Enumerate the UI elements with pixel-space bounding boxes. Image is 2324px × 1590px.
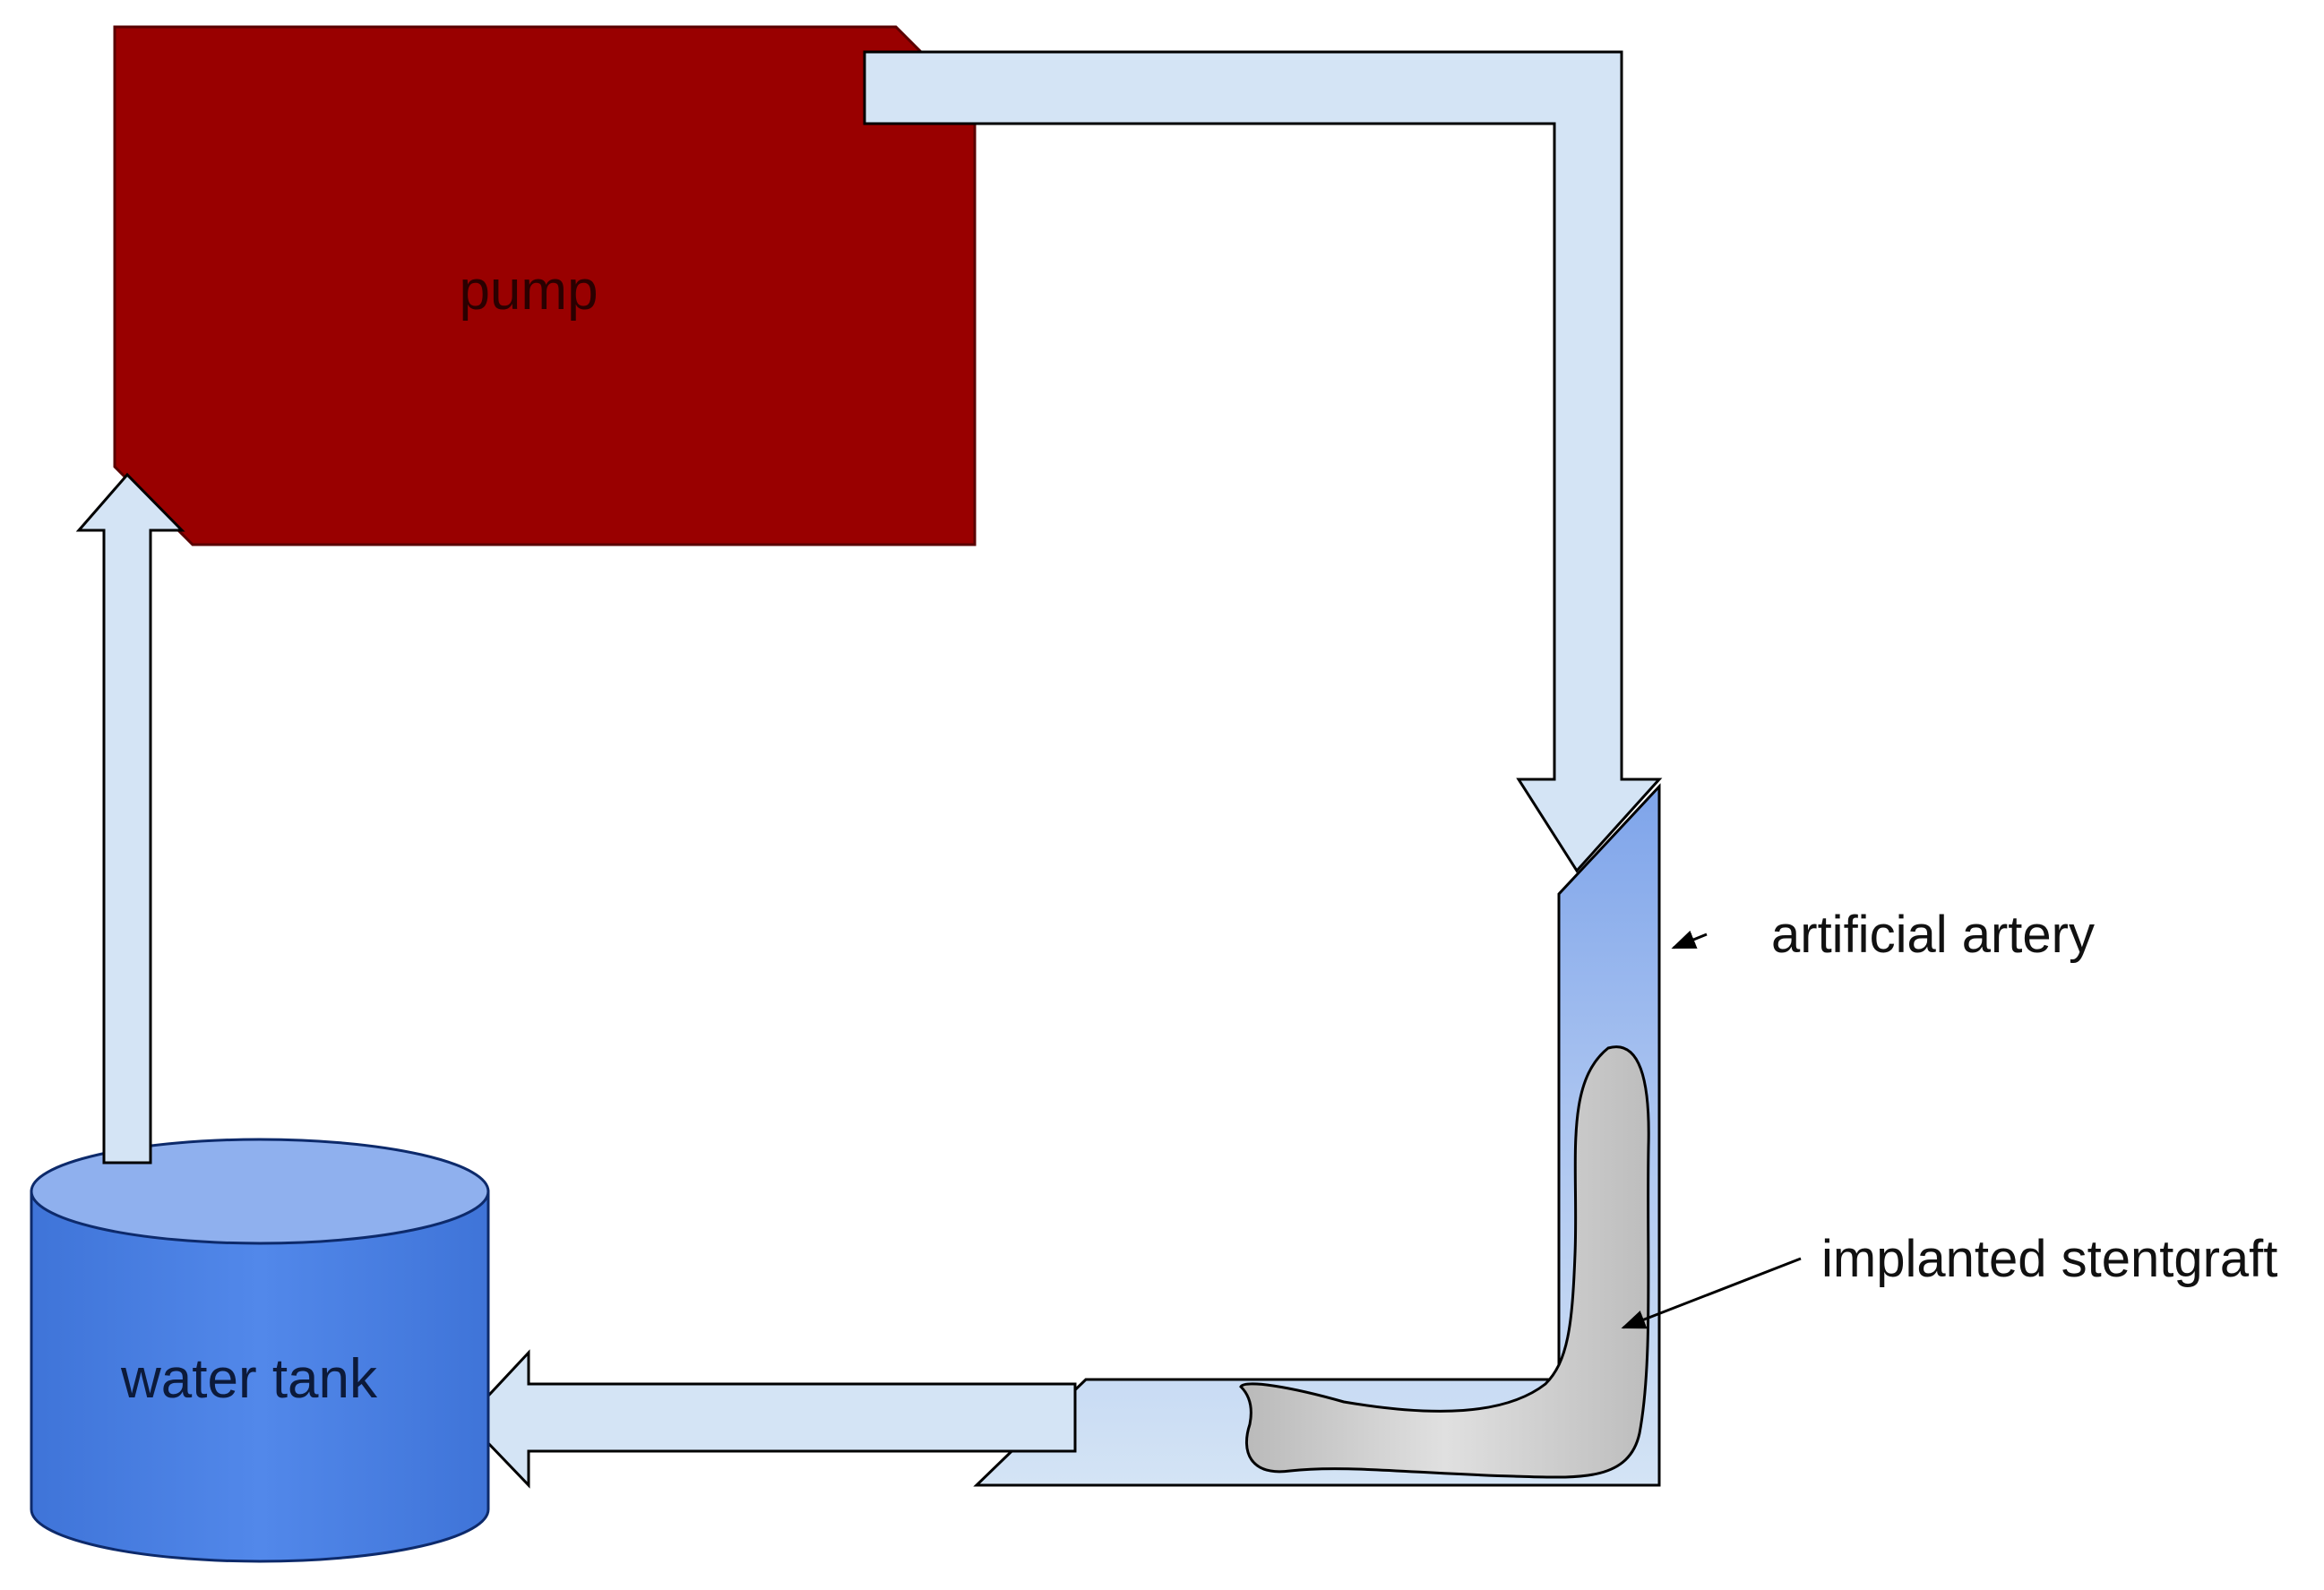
implanted-stentgraft-label: implanted stentgraft	[1821, 1230, 2277, 1288]
tank-top	[30, 1138, 490, 1245]
artery-pointer-arrow-icon	[1671, 930, 1708, 950]
pump-label: pump	[459, 260, 598, 322]
water-tank-label: water tank	[120, 1348, 378, 1410]
artificial-artery-label: artificial artery	[1771, 906, 2095, 964]
return-pipe	[463, 1349, 1077, 1489]
inflow-pipe	[75, 472, 185, 1165]
stentgraft-pointer-arrow-icon	[1621, 1257, 1802, 1329]
pump-block	[113, 25, 977, 546]
stentgraft	[1239, 1045, 1650, 1479]
outflow-pipe	[863, 50, 1663, 873]
water-tank	[30, 1138, 490, 1563]
